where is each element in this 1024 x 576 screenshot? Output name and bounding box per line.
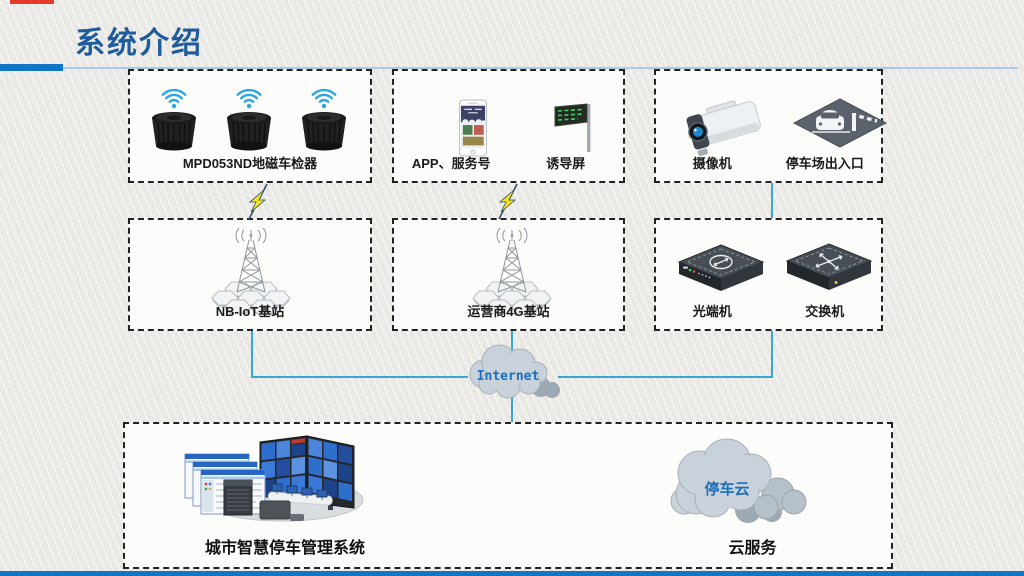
capture-box: 摄像机 停车场出入口 (654, 69, 888, 183)
title-underline (63, 67, 1018, 69)
hexagon-cells (472, 281, 552, 314)
magnetic-sensor-icon (152, 88, 196, 151)
network-to-internet-line (558, 331, 773, 378)
switch-label: 交换机 (805, 304, 845, 319)
cell-tower-icon (211, 228, 291, 314)
mobile-box: APP、服务号 诱导屏 (392, 69, 625, 183)
magnetic-sensor-icon (302, 88, 346, 151)
cell-tower-icon (472, 228, 552, 314)
detectors-box: MPD053ND地磁车检器 (128, 69, 372, 183)
optical-label: 光端机 (692, 304, 732, 319)
tower-lattice (496, 228, 528, 293)
nbiot-label: NB-IoT基站 (215, 304, 285, 319)
internet-label: Internet (477, 369, 540, 384)
guidance-screen-label: 诱导屏 (546, 156, 586, 171)
control-center-illustration (184, 435, 364, 522)
internet-cloud: Internet (469, 344, 560, 399)
camera-icon (686, 100, 761, 156)
nbiot-to-internet-line (251, 331, 468, 378)
lte-label: 运营商4G基站 (467, 304, 550, 319)
optical-terminal-icon (677, 244, 765, 291)
bottom-accent-bar (0, 571, 1024, 576)
operator-monitors (271, 483, 328, 500)
app-label: APP、服务号 (411, 156, 491, 171)
cloud-service-label: 云服务 (728, 540, 777, 557)
wifi-icon (311, 88, 337, 103)
tower-lattice (235, 228, 267, 293)
switch-icon (785, 243, 873, 290)
smartphone-icon (458, 99, 488, 157)
network-box: 光端机 交换机 (654, 218, 883, 331)
camera-label: 摄像机 (692, 156, 732, 171)
wifi-icon (236, 88, 262, 103)
guidance-sign-icon (554, 103, 591, 152)
detectors-label: MPD053ND地磁车检器 (182, 156, 318, 171)
hexagon-cells (211, 281, 291, 314)
lte-box: 运营商4G基站 (392, 218, 625, 331)
lightning-bolt-icon (498, 183, 518, 220)
lightning-bolt-icon (248, 183, 268, 220)
top-accent-dash (10, 0, 54, 4)
gate-label: 停车场出入口 (785, 156, 864, 171)
system-label: 城市智慧停车管理系统 (204, 540, 365, 557)
magnetic-sensor-icon (227, 88, 271, 151)
page-title: 系统介绍 (75, 27, 203, 60)
title-underline-accent (0, 64, 63, 71)
platform-box: 城市智慧停车管理系统 云服务 (123, 422, 893, 569)
parking-gate-icon (792, 98, 888, 148)
nbiot-box: NB-IoT基站 (128, 218, 372, 331)
wifi-icon (161, 88, 187, 103)
